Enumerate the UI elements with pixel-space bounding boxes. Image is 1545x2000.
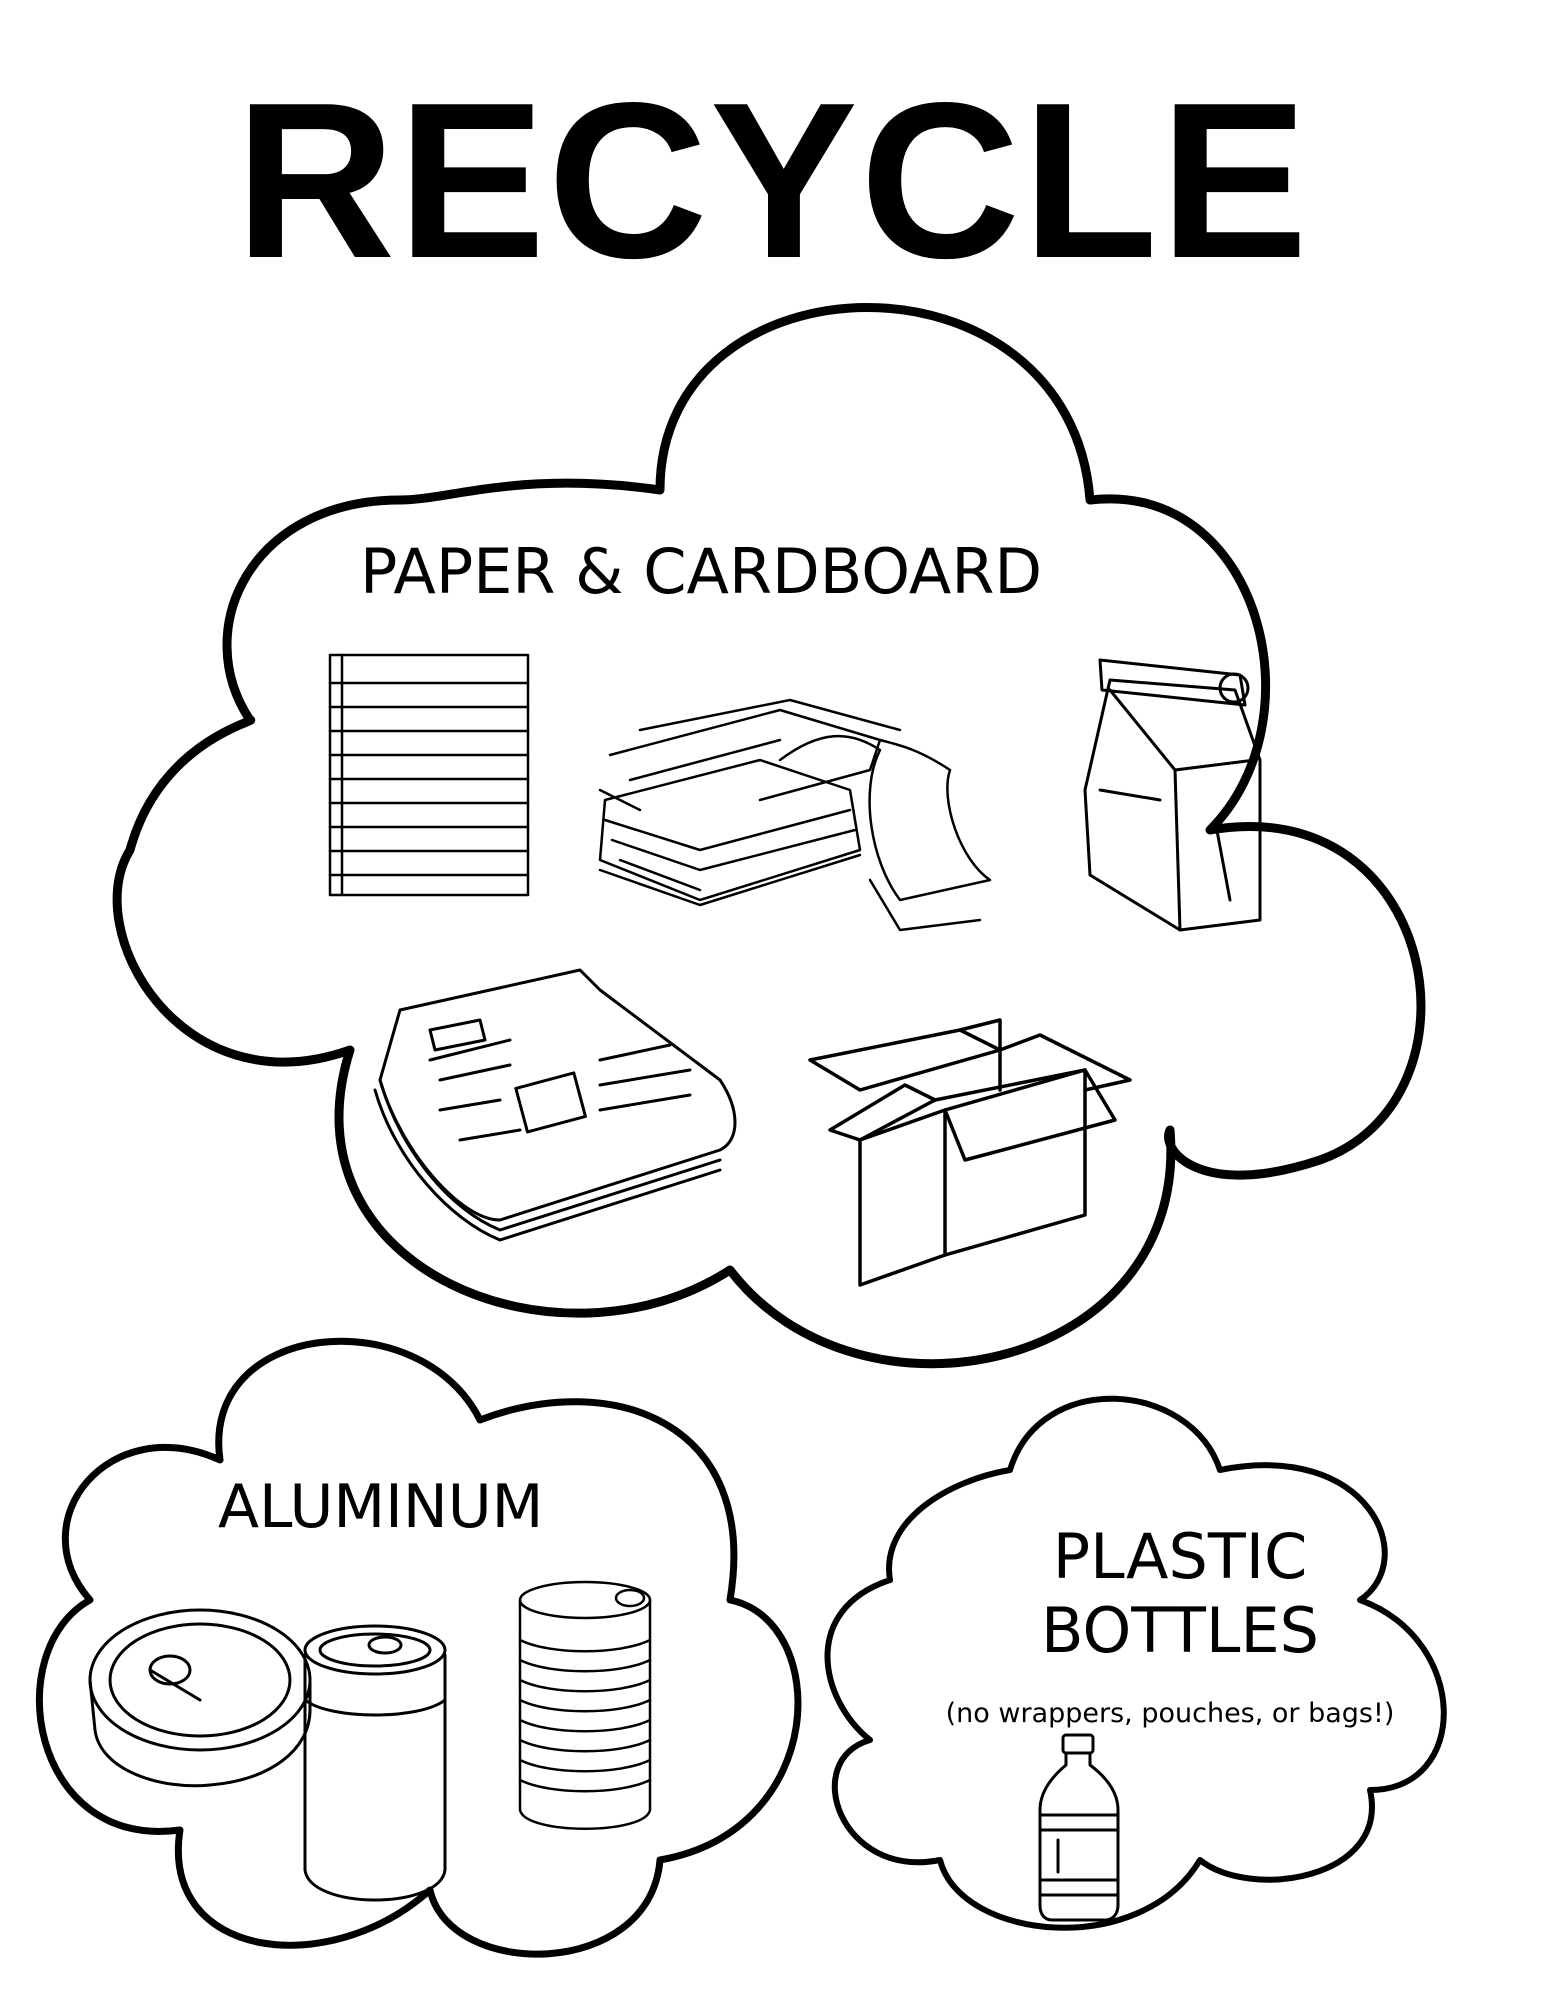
paper-cardboard-label: PAPER & CARDBOARD — [360, 535, 1043, 608]
plastic-bottle-icon — [1038, 1733, 1120, 1922]
page-title: RECYCLE — [235, 57, 1310, 305]
aluminum-cloud-outline — [35, 1337, 802, 1958]
cardboard-box-icon — [808, 1018, 1132, 1287]
plastic-label-line1: PLASTIC — [1052, 1520, 1308, 1593]
paper-stack-icon — [598, 698, 992, 932]
food-tin-icon — [88, 1608, 312, 1788]
plastic-note: (no wrappers, pouches, or bags!) — [945, 1698, 1395, 1729]
newspaper-icon — [373, 968, 737, 1242]
paper-bag-icon — [1083, 658, 1262, 932]
tin-can-icon — [518, 1580, 652, 1830]
plastic-label-line2: BOTTLES — [1041, 1594, 1319, 1668]
plastic-cloud-outline — [824, 1395, 1447, 1931]
soda-can-icon — [303, 1624, 447, 1902]
lined-paper-icon — [328, 653, 530, 897]
paper-cloud-outline — [112, 303, 1426, 1369]
aluminum-label: ALUMINUM — [218, 1472, 544, 1542]
plastic-bottles-label: PLASTIC BOTTLES — [1010, 1520, 1350, 1669]
